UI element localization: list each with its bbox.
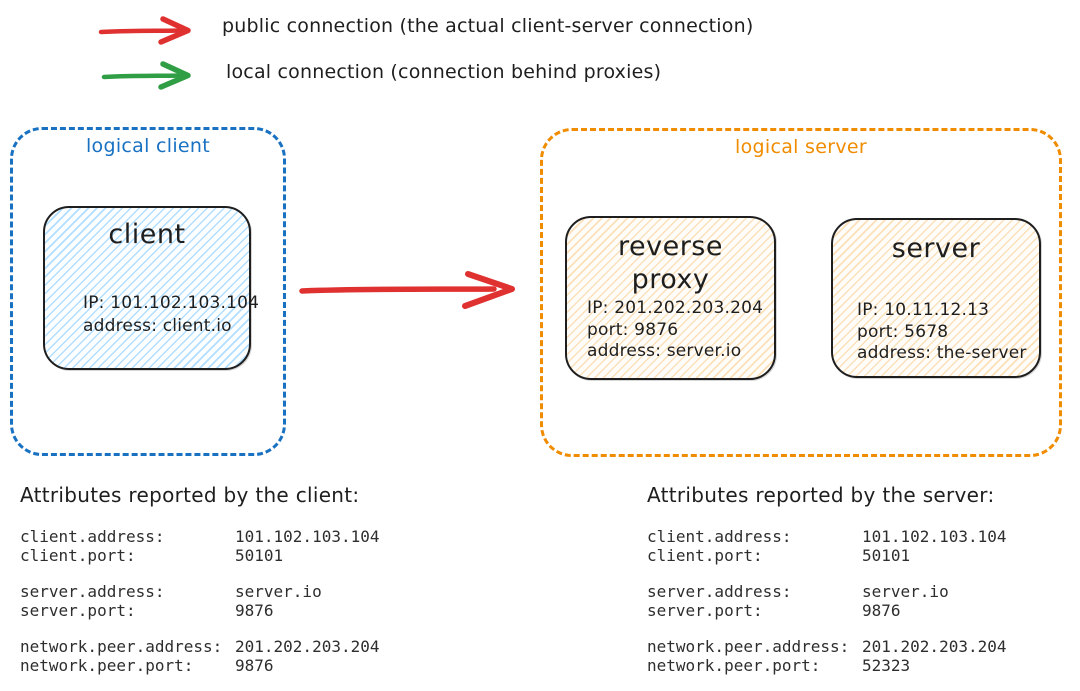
client-attr-group-client: client.address:101.102.103.104 client.po…: [20, 527, 380, 565]
attr-row: network.peer.address:201.202.203.204: [647, 637, 1007, 656]
client-attr-group-server: server.address:server.io server.port:987…: [20, 582, 380, 620]
logical-client-label: logical client: [85, 135, 211, 157]
server-attributes-block: Attributes reported by the server: clien…: [647, 483, 1007, 691]
reverse-proxy-port: port: 9876: [587, 319, 679, 340]
attr-row: client.port:50101: [20, 546, 284, 565]
attr-row: client.address:101.102.103.104: [20, 527, 380, 546]
public-connection-arrow-icon: [95, 15, 203, 51]
public-connection-legend-label: public connection (the actual client-ser…: [222, 15, 754, 37]
client-node-title: client: [108, 219, 186, 250]
attr-row: server.address:server.io: [20, 582, 322, 601]
client-to-server-arrow-icon: [296, 266, 524, 318]
server-attr-group-server: server.address:server.io server.port:987…: [647, 582, 1007, 620]
server-node-info: IP: 10.11.12.13 port: 5678 address: the-…: [857, 300, 1027, 365]
attr-row: server.port:9876: [647, 601, 901, 620]
attr-row: server.port:9876: [20, 601, 274, 620]
attr-row: network.peer.port:9876: [20, 656, 274, 675]
attr-row: server.address:server.io: [647, 582, 949, 601]
client-address: address: client.io: [83, 316, 232, 336]
local-connection-legend-label: local connection (connection behind prox…: [226, 61, 662, 83]
client-attr-group-network-peer: network.peer.address:201.202.203.204 net…: [20, 637, 380, 675]
server-ip: IP: 10.11.12.13: [857, 300, 990, 320]
reverse-proxy-node: reverse proxy IP: 201.202.203.204 port: …: [565, 216, 776, 380]
attr-row: network.peer.port:52323: [647, 656, 911, 675]
logical-server-label: logical server: [735, 136, 867, 158]
attr-row: client.address:101.102.103.104: [647, 527, 1007, 546]
server-attr-group-network-peer: network.peer.address:201.202.203.204 net…: [647, 637, 1007, 675]
reverse-proxy-ip: IP: 201.202.203.204: [587, 298, 764, 318]
reverse-proxy-address: address: server.io: [587, 341, 742, 361]
attr-row: client.port:50101: [647, 546, 911, 565]
server-address: address: the-server: [857, 343, 1027, 363]
server-attr-group-client: client.address:101.102.103.104 client.po…: [647, 527, 1007, 565]
server-attributes-heading: Attributes reported by the server:: [647, 483, 995, 507]
client-attributes-block: Attributes reported by the client: clien…: [20, 483, 380, 691]
server-port: port: 5678: [857, 321, 949, 342]
client-node-info: IP: 101.102.103.104 address: client.io: [83, 292, 259, 338]
client-ip: IP: 101.102.103.104: [83, 293, 260, 313]
server-node: server IP: 10.11.12.13 port: 5678 addres…: [831, 218, 1041, 378]
server-node-title: server: [891, 233, 981, 264]
reverse-proxy-node-info: IP: 201.202.203.204 port: 9876 address: …: [587, 298, 763, 363]
attr-row: network.peer.address:201.202.203.204: [20, 637, 380, 656]
logical-client-group: logical client client IP: 101.102.103.10…: [10, 127, 286, 456]
logical-server-group: logical server reverse proxy IP: 201.202…: [540, 128, 1062, 457]
reverse-proxy-node-title: reverse proxy: [618, 231, 723, 295]
client-attributes-heading: Attributes reported by the client:: [20, 483, 360, 507]
client-node: client IP: 101.102.103.104 address: clie…: [43, 206, 259, 370]
local-connection-arrow-icon: [99, 60, 203, 96]
